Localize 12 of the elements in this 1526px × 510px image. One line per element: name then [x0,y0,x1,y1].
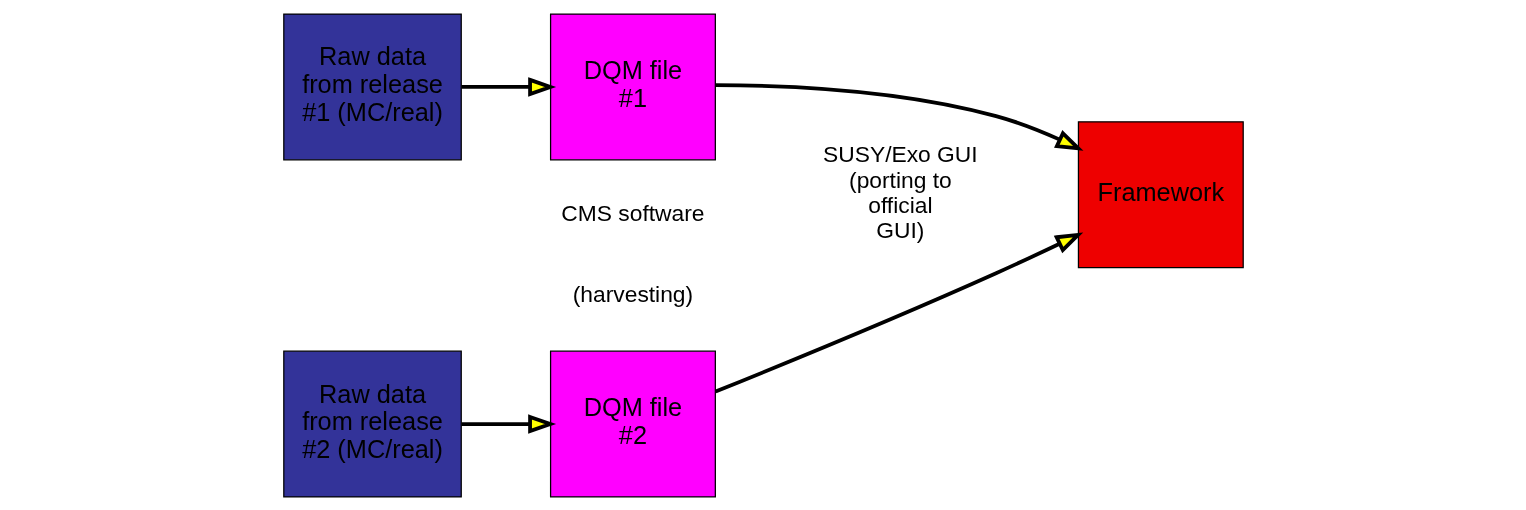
arrow [714,231,1083,393]
node-box: Raw data from release #1 (MC/real) [282,12,462,160]
node-box: Framework [1077,120,1244,268]
label: SUSY/Exo GUI (porting to official GUI) [822,140,978,243]
arrow [714,82,1083,151]
node-box: DQM file #2 [549,350,716,498]
arrow [460,413,556,434]
arrow [460,76,556,97]
label: (harvesting) [572,280,693,307]
node-box: DQM file #1 [549,12,716,160]
node-box: Raw data from release #2 (MC/real) [282,350,462,498]
label: CMS software [560,199,705,226]
